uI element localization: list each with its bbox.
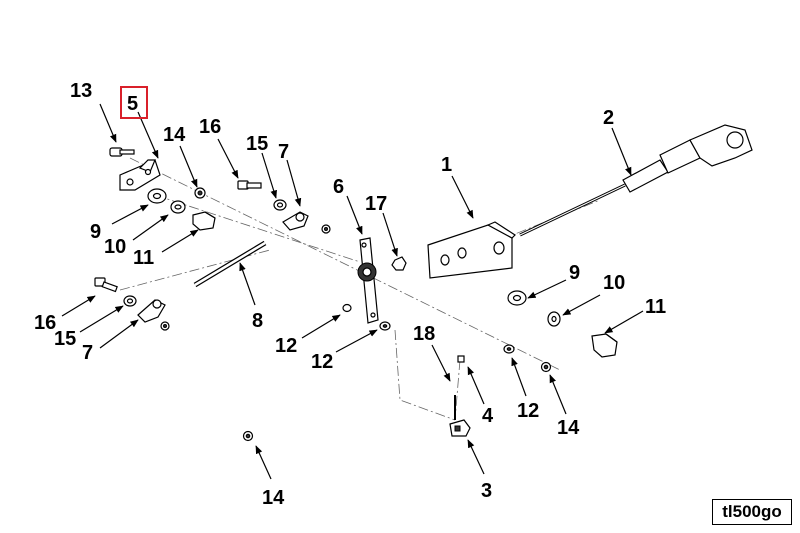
part-3-connector[interactable]: [449, 419, 471, 437]
callout-17[interactable]: 17: [365, 193, 387, 215]
callout-9-right[interactable]: 9: [569, 262, 580, 284]
part-10-washer[interactable]: [170, 200, 186, 214]
callout-12-c[interactable]: 12: [517, 400, 539, 422]
part-13-screw[interactable]: [109, 147, 135, 157]
drawing-reference-code: tl500go: [712, 499, 792, 525]
callout-16-lower[interactable]: 16: [34, 312, 56, 334]
callout-11[interactable]: 11: [133, 247, 154, 269]
part-10-washer-right[interactable]: [547, 311, 561, 327]
part-14-nut[interactable]: [194, 187, 206, 199]
part-11-bolt-right[interactable]: [591, 333, 618, 358]
part-4-pin[interactable]: [457, 355, 465, 363]
part-12-washer-a[interactable]: [342, 303, 352, 313]
callout-2[interactable]: 2: [603, 107, 614, 129]
callout-9[interactable]: 9: [90, 221, 101, 243]
part-15-washer[interactable]: [273, 199, 287, 211]
callout-4[interactable]: 4: [482, 405, 494, 427]
part-2-cable[interactable]: [519, 124, 753, 237]
callout-14-bottom[interactable]: 14: [262, 487, 285, 509]
part-7-ball-joint-lower[interactable]: [137, 299, 166, 323]
part-9-washer[interactable]: [147, 188, 167, 204]
callout-13[interactable]: 13: [70, 80, 92, 102]
part-7-ball-joint[interactable]: [282, 211, 309, 231]
callout-6[interactable]: 6: [333, 176, 344, 198]
part-12-washer-c[interactable]: [503, 344, 515, 354]
callout-14-right[interactable]: 14: [557, 417, 580, 439]
assembly-centerlines: [119, 157, 601, 421]
part-5-bracket[interactable]: [119, 159, 161, 191]
part-1-mounting-plate[interactable]: [427, 221, 516, 279]
callout-12-b[interactable]: 12: [311, 351, 333, 373]
callout-7-lower[interactable]: 7: [82, 342, 93, 364]
callout-10-right[interactable]: 10: [603, 272, 625, 294]
highlight-box: [120, 86, 148, 119]
callout-15[interactable]: 15: [246, 133, 268, 155]
part-6-lever[interactable]: [357, 237, 379, 324]
nut-small: [321, 224, 331, 234]
callout-14[interactable]: 14: [163, 124, 186, 146]
part-12-washer-b[interactable]: [379, 321, 391, 331]
part-16-bolt[interactable]: [237, 180, 262, 190]
part-11-bolt[interactable]: [192, 211, 216, 231]
callout-5-highlighted[interactable]: 5: [127, 93, 138, 115]
callout-7[interactable]: 7: [278, 141, 289, 163]
callout-10[interactable]: 10: [104, 236, 126, 258]
callout-16[interactable]: 16: [199, 116, 221, 138]
callout-labels: 13 5 14 16 15 7 6 17 1 2 9 10 11 8 16 15…: [34, 80, 666, 509]
callout-18[interactable]: 18: [413, 323, 435, 345]
nut-lower-left: [160, 321, 170, 331]
callout-8[interactable]: 8: [252, 310, 263, 332]
part-8-rod[interactable]: [193, 240, 267, 288]
part-9-washer-right[interactable]: [507, 290, 527, 306]
callout-11-right[interactable]: 11: [645, 296, 666, 318]
part-17-nut[interactable]: [391, 256, 407, 271]
leader-lines: [61, 103, 644, 480]
part-16-bolt-lower[interactable]: [94, 277, 118, 293]
part-14-nut-right[interactable]: [540, 361, 552, 373]
callout-1[interactable]: 1: [441, 154, 452, 176]
callout-12-a[interactable]: 12: [275, 335, 297, 357]
callout-3[interactable]: 3: [481, 480, 492, 502]
callout-15-lower[interactable]: 15: [54, 328, 76, 350]
part-14-nut-bottom[interactable]: [242, 430, 254, 442]
part-15-washer-lower[interactable]: [123, 295, 137, 307]
